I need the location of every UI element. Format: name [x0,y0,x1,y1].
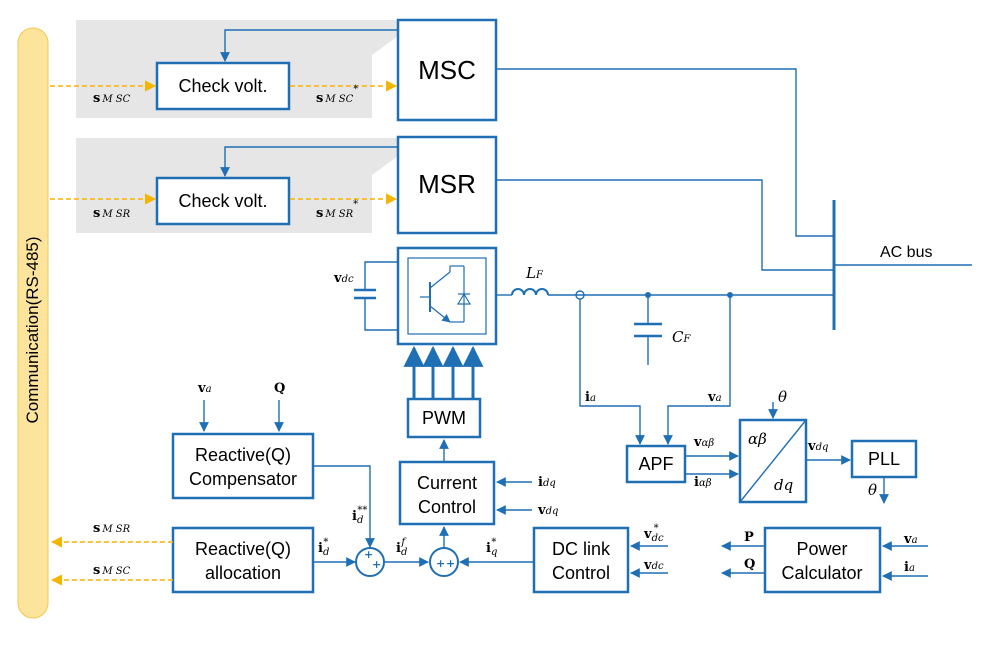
msr-block[interactable] [396,135,498,235]
reactive-comp-label-1: Reactive(Q) [195,445,291,465]
current-control-label-2: Control [418,497,476,517]
idf-label: idf [396,537,407,558]
dc-link-label-2: Control [552,563,610,583]
pwm-label: PWM [422,408,466,428]
ac-bus-network: AC bus [496,68,972,330]
pll-section: ia va APF vαβ iαβ αβ dq θ vdq PLL θ [579,295,918,504]
reactive-compensator-block[interactable] [171,432,315,500]
v-dq-label: vdq [807,439,828,454]
i-ab-label: iαβ [694,475,712,490]
vdq-label: vdq [537,503,558,518]
svg-text:+: + [364,548,373,561]
va-top-label: va [197,381,212,396]
svg-text:+: + [372,558,381,571]
va-pc-label: va [903,532,918,547]
current-control-block[interactable] [398,460,496,526]
cf-label: CF [672,328,691,346]
q-top-label: Q [274,381,285,396]
msr-label: MSR [418,169,476,199]
reactive-compensator-section: Reactive(Q) Compensator va Q id** [171,381,375,548]
iqstar-label: iq* [486,537,497,558]
p-out-label: P [744,530,754,545]
dc-capacitor: vdc [333,261,398,331]
theta-out-label: θ [868,481,877,499]
vdc2-label: vdc [643,558,664,573]
check-volt-block-2[interactable] [155,176,291,226]
inverter [396,246,498,346]
reactive-alloc-label-1: Reactive(Q) [195,539,291,559]
lf-label: LF [525,264,544,282]
v-ab-label: vαβ [693,435,714,450]
lc-filter: LF CF [496,264,834,365]
inverter-block[interactable] [396,246,498,346]
check-volt-label-1: Check volt. [178,76,267,96]
current-control-section: Current Control idq vdq [398,460,558,526]
check-volt-block-1[interactable] [155,61,291,111]
power-calculator-section: Power Calculator P Q va ia [721,526,928,594]
svg-text:+: + [436,557,445,570]
dq-label: dq [774,476,793,494]
apf-label: APF [638,454,673,474]
idstarstar-label: id** [352,505,367,526]
apf-block[interactable] [625,444,687,484]
msc-block[interactable] [396,18,498,122]
summing-junctions: + + idf + + iq* [355,526,533,577]
vdcstar-label: vdc* [643,523,664,544]
idq-label: idq [538,475,556,490]
reactive-alloc-label-2: allocation [205,563,281,583]
pwm-block[interactable] [406,397,482,439]
dc-link-label-1: DC link [552,539,611,559]
msc-label: MSC [418,55,476,85]
idstar-label: id* [318,537,329,558]
dc-link-control-block[interactable] [532,526,630,594]
reactive-comp-label-2: Compensator [189,469,297,489]
reactive-allocation-block[interactable] [171,526,315,594]
alpha-beta-label: αβ [748,430,767,448]
ia-pc-label: ia [904,560,915,575]
ac-bus-label: AC bus [880,244,932,261]
theta-in-label: θ [778,388,787,406]
vdc-label: vdc [333,271,354,286]
ia-label: ia [585,390,596,405]
power-calc-label-1: Power [796,539,847,559]
communication-label: Communication(RS-485) [23,236,42,423]
dc-link-section: DC link Control vdc* vdc [532,523,668,594]
power-calculator-block[interactable] [763,526,882,594]
communication-bus: Communication(RS-485) [17,27,49,619]
check-volt-label-2: Check volt. [178,191,267,211]
va-label: va [707,390,722,405]
svg-text:+: + [446,557,455,570]
power-calc-label-2: Calculator [781,563,862,583]
current-control-label-1: Current [417,473,477,493]
pll-label: PLL [868,449,900,469]
q-out-label: Q [744,557,755,572]
pwm-section: PWM [403,345,484,462]
